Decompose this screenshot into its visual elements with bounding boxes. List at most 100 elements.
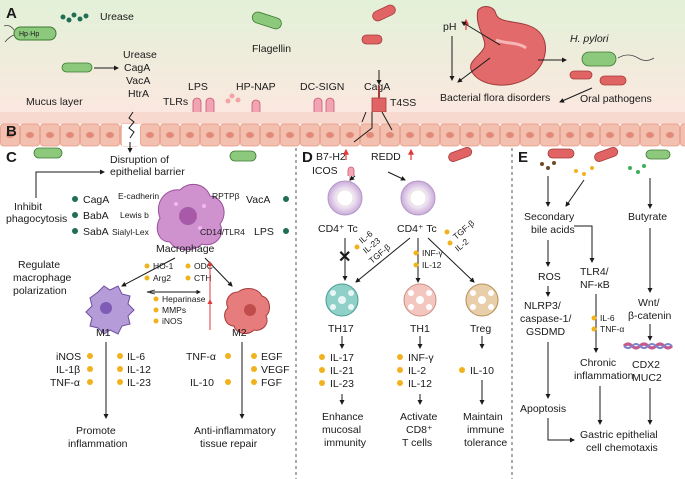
th17-inducing-cytokines: IL-6 IL-23 TGF-β: [354, 228, 392, 266]
mediator-odc: ODC: [194, 261, 213, 271]
out-infg: INF-γ: [408, 352, 434, 364]
factor-vaca: VacA: [126, 75, 150, 87]
factor-caga: CagA: [83, 194, 109, 206]
factor-caga: CagA: [124, 62, 150, 74]
cell-nucleus: [186, 132, 194, 138]
cell-nucleus: [26, 132, 34, 138]
mucus-layer: [0, 112, 685, 124]
panel-b-letter: B: [6, 123, 17, 140]
cell-nucleus: [346, 132, 354, 138]
panel-a-letter: A: [6, 5, 17, 22]
epithelial-cell-layer: [0, 123, 685, 147]
macrophage-icon: [156, 183, 225, 251]
panel-e-letter: E: [518, 149, 528, 166]
cell-nucleus: [406, 132, 414, 138]
redd-label: REDD: [371, 151, 401, 163]
treg-cell-icon: [465, 283, 499, 317]
out-th17-line3: immunity: [324, 437, 367, 449]
butyrate-label: Butyrate: [628, 211, 667, 223]
cell-nucleus: [526, 132, 534, 138]
m1-cytokines: iNOS IL-1β TNF-α IL-6 IL-12 IL-23: [50, 351, 151, 389]
wnt-line2: β-catenin: [628, 310, 672, 322]
m1-inos: iNOS: [56, 351, 81, 363]
m1-macrophage-icon: [85, 285, 135, 335]
cell-nucleus: [646, 132, 654, 138]
right-factor-list: VacA LPS: [246, 194, 289, 238]
cell-nucleus: [466, 132, 474, 138]
cell-nucleus: [426, 132, 434, 138]
cell-nucleus: [226, 132, 234, 138]
cell-nucleus: [486, 132, 494, 138]
left-factor-list: CagA BabA SabA: [72, 194, 109, 238]
urease-dots-icon: [60, 12, 89, 23]
cell-nucleus: [146, 132, 154, 138]
secondary-line2: bile acids: [531, 224, 575, 236]
th17-outcome: Enhance mucosal immunity: [322, 411, 367, 449]
urease-label: Urease: [100, 11, 134, 23]
th1-outcome: Activate CD8⁺ T cells: [400, 411, 438, 449]
icos-label: ICOS: [312, 165, 338, 177]
nlrp3-line2: caspase-1/: [520, 313, 571, 325]
m2-macrophage-icon: [224, 288, 270, 334]
mediator-mmps: MMPs: [162, 305, 186, 315]
wnt-line1: Wnt/: [638, 297, 660, 309]
mediator-list: HO-1 Arg2 ODC CTH Heparinase MMPs iNOS: [144, 261, 213, 326]
treg-outcome: Maintain immune tolerance: [463, 411, 507, 449]
out-th17-line2: mucosal: [322, 424, 361, 436]
b7h2-label: B7-H2: [316, 151, 346, 163]
macrophage-receptor-labels: E-cadherin RPTPβ Lewis b Sialyl-Lex CD14…: [112, 191, 245, 237]
bacterium-icon: [448, 147, 473, 162]
th17-cell-icon: [325, 283, 359, 317]
cell-nucleus: [166, 132, 174, 138]
th1-label: TH1: [410, 323, 430, 335]
out-th1-line1: Activate: [400, 411, 438, 423]
m1-il23: IL-23: [127, 377, 151, 389]
outcome-m2-line2: tissue repair: [200, 438, 258, 450]
chronic-line1: Chronic: [580, 357, 616, 369]
receptor-sialyl-lex: Sialyl-Lex: [112, 227, 150, 237]
factor-saba: SabA: [83, 226, 109, 238]
out-th1-line3: T cells: [402, 437, 432, 449]
regulate-line3: polarization: [13, 285, 67, 297]
cell-nucleus: [46, 132, 54, 138]
chronic-line2: inflammation: [574, 370, 634, 382]
bacterium-icon: [569, 51, 627, 86]
chemotaxis-line1: Gastric epithelial: [580, 429, 658, 441]
m1-il12: IL-12: [127, 364, 151, 376]
th1-cell-icon: [403, 283, 437, 317]
inhibit-line2: phagocytosis: [6, 213, 67, 225]
cell-nucleus: [386, 132, 394, 138]
cd4-right-label: CD4⁺ Tc: [397, 223, 437, 235]
cell-nucleus: [586, 132, 594, 138]
cell-nucleus: [506, 132, 514, 138]
treg-output: IL-10: [459, 365, 494, 377]
virulence-factors: Urease CagA VacA HtrA: [123, 49, 157, 100]
m2-vegf: VEGF: [261, 364, 290, 376]
m2-label: M2: [232, 327, 247, 339]
receptor-rptpb: RPTPβ: [212, 191, 240, 201]
treg-label: Treg: [470, 323, 491, 335]
macrophage-label: Macrophage: [156, 243, 215, 255]
secondary-line1: Secondary: [524, 211, 575, 223]
m2-il10: IL-10: [190, 377, 214, 389]
disruption-line1: Disruption of: [110, 154, 169, 166]
t4ss-label: T4SS: [390, 97, 416, 109]
cyto-il12: IL-12: [422, 260, 442, 270]
cell-nucleus: [246, 132, 254, 138]
m1-label: M1: [96, 327, 111, 339]
cell-nucleus: [566, 132, 574, 138]
disruption-line2: epithelial barrier: [110, 166, 185, 178]
panel-c-letter: C: [6, 149, 17, 166]
nlrp3-line1: NLRP3/: [524, 300, 561, 312]
receptor-e-cadherin: E-cadherin: [118, 191, 159, 201]
hp-nap-label: HP-NAP: [236, 81, 276, 93]
cell-nucleus: [626, 132, 634, 138]
h-pylori-label: H. pylori: [570, 33, 609, 45]
th17-label: TH17: [328, 323, 354, 335]
receptor-icons: [192, 97, 335, 112]
out-th17-line1: Enhance: [322, 411, 364, 423]
cdx2-label: CDX2: [632, 359, 660, 371]
factor-htra: HtrA: [128, 88, 149, 100]
cell-nucleus: [86, 132, 94, 138]
